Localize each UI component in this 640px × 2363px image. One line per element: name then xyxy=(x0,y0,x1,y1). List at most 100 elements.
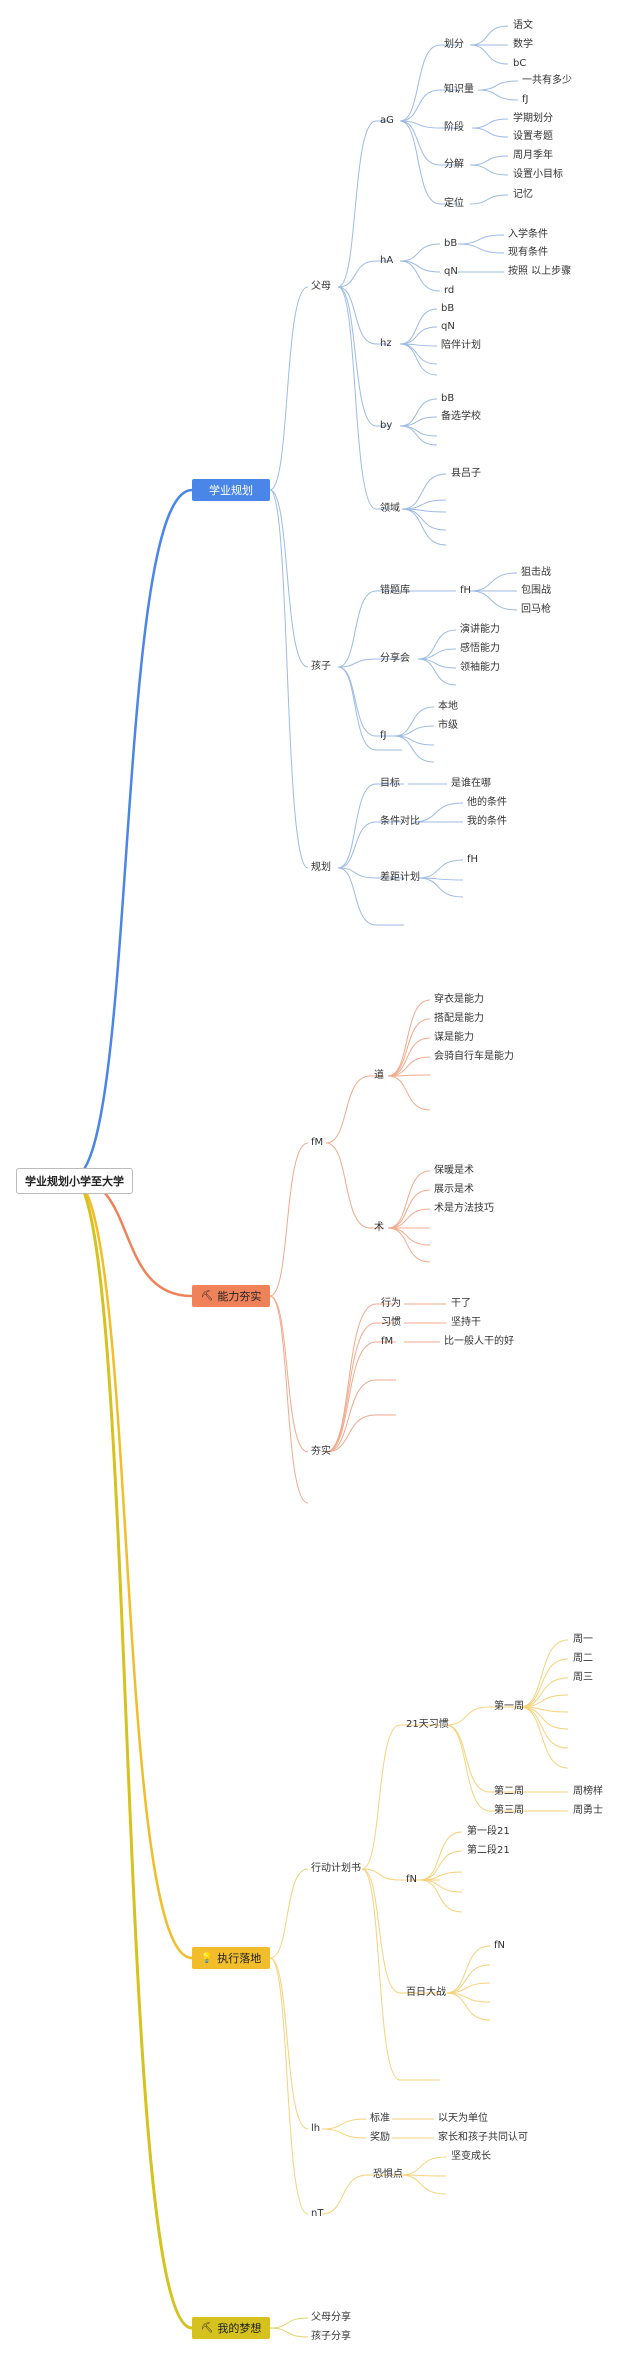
node[interactable]: hz xyxy=(380,338,392,349)
node[interactable]: 数学 xyxy=(513,39,533,50)
node[interactable]: 周三 xyxy=(573,1672,593,1683)
node[interactable]: 家长和孩子共同认可 xyxy=(438,2132,528,2143)
node[interactable]: 领袖能力 xyxy=(460,662,500,673)
node[interactable]: 周月季年 xyxy=(513,150,553,161)
node[interactable]: 父母 xyxy=(311,281,331,292)
node[interactable]: 习惯 xyxy=(381,1317,401,1328)
node[interactable]: rd xyxy=(444,285,455,296)
node[interactable]: 知识量 xyxy=(444,84,474,95)
node[interactable]: 术 xyxy=(374,1222,384,1233)
node[interactable]: 是谁在哪 xyxy=(451,778,491,789)
node[interactable]: 周榜样 xyxy=(573,1786,603,1797)
node[interactable]: qN xyxy=(444,266,458,277)
node[interactable]: 搭配是能力 xyxy=(434,1013,484,1024)
node[interactable]: 按照 以上步骤 xyxy=(508,266,572,277)
node[interactable]: 分享会 xyxy=(380,653,410,664)
node[interactable]: 第一段21 xyxy=(467,1826,510,1837)
node[interactable]: 他的条件 xyxy=(467,797,507,808)
node[interactable]: 我的条件 xyxy=(467,816,507,827)
branch-wode-mengxiang[interactable]: ⛏ 我的梦想 xyxy=(192,2317,270,2339)
node[interactable]: lh xyxy=(311,2123,321,2134)
node[interactable]: 错题库 xyxy=(380,585,410,596)
node[interactable]: bB xyxy=(441,393,455,404)
node[interactable]: qN xyxy=(441,321,455,332)
node[interactable]: 差距计划 xyxy=(380,872,420,883)
node[interactable]: fM xyxy=(381,1336,394,1347)
node[interactable]: 记忆 xyxy=(513,189,533,200)
node[interactable]: 奖励 xyxy=(370,2132,390,2143)
node[interactable]: 语文 xyxy=(513,20,533,31)
node[interactable]: 学期划分 xyxy=(513,113,553,124)
node[interactable]: 定位 xyxy=(444,198,464,209)
node[interactable]: fN xyxy=(494,1940,506,1951)
node[interactable]: 百日大战 xyxy=(406,1987,446,1998)
node[interactable]: 现有条件 xyxy=(508,247,548,258)
node[interactable]: 第一周 xyxy=(494,1701,524,1712)
node[interactable]: fJ xyxy=(380,730,387,741)
node[interactable]: 划分 xyxy=(444,39,464,50)
node[interactable]: fJ xyxy=(522,94,529,105)
node[interactable]: 第三周 xyxy=(494,1805,524,1816)
node[interactable]: 条件对比 xyxy=(380,816,420,827)
node[interactable]: 设置考题 xyxy=(513,131,553,142)
node[interactable]: 穿衣是能力 xyxy=(434,994,484,1005)
node[interactable]: 干了 xyxy=(451,1298,471,1309)
node[interactable]: 陪伴计划 xyxy=(441,340,481,351)
node[interactable]: 设置小目标 xyxy=(513,169,563,180)
node[interactable]: 包围战 xyxy=(521,585,551,596)
node[interactable]: 夯实 xyxy=(311,1446,331,1457)
node[interactable]: 恐惧点 xyxy=(373,2169,403,2180)
branch-xueye-guihua[interactable]: 学业规划 xyxy=(192,479,270,501)
node[interactable]: nT xyxy=(311,2208,324,2219)
node[interactable]: 孩子 xyxy=(311,661,331,672)
node[interactable]: 孩子分享 xyxy=(311,2331,351,2342)
node[interactable]: 展示是术 xyxy=(434,1184,474,1195)
node[interactable]: 谋是能力 xyxy=(434,1032,474,1043)
node[interactable]: 第二周 xyxy=(494,1786,524,1797)
node[interactable]: 感悟能力 xyxy=(460,643,500,654)
node[interactable]: 入学条件 xyxy=(508,229,548,240)
node[interactable]: 回马枪 xyxy=(521,604,551,615)
node[interactable]: 21天习惯 xyxy=(406,1719,449,1730)
node[interactable]: hA xyxy=(380,255,394,266)
node[interactable]: 坚变成长 xyxy=(451,2151,491,2162)
node[interactable]: 阶段 xyxy=(444,122,464,133)
node[interactable]: 演讲能力 xyxy=(460,624,500,635)
node[interactable]: aG xyxy=(380,115,394,126)
node[interactable]: bB xyxy=(444,238,458,249)
node[interactable]: 行为 xyxy=(381,1298,401,1309)
node[interactable]: fH xyxy=(460,585,472,596)
node[interactable]: 周勇士 xyxy=(573,1805,603,1816)
root-node[interactable]: 学业规划小学至大学 xyxy=(16,1168,133,1194)
node[interactable]: bC xyxy=(513,58,527,69)
node[interactable]: 周二 xyxy=(573,1653,593,1664)
node[interactable]: 道 xyxy=(374,1070,384,1081)
node[interactable]: 会骑自行车是能力 xyxy=(434,1051,514,1062)
node[interactable]: 坚持干 xyxy=(451,1317,481,1328)
node[interactable]: 目标 xyxy=(380,778,400,789)
node[interactable]: 县吕子 xyxy=(451,468,481,479)
node[interactable]: 分解 xyxy=(444,159,464,170)
node[interactable]: by xyxy=(380,420,393,431)
node[interactable]: fN xyxy=(406,1874,418,1885)
branch-nengli-hangshi[interactable]: ⛏ 能力夯实 xyxy=(192,1285,270,1307)
node[interactable]: 保暖是术 xyxy=(434,1165,474,1176)
node[interactable]: 周一 xyxy=(573,1634,593,1645)
node[interactable]: 比一般人干的好 xyxy=(444,1336,514,1347)
node[interactable]: bB xyxy=(441,303,455,314)
node[interactable]: 父母分享 xyxy=(311,2312,351,2323)
node[interactable]: 狙击战 xyxy=(521,567,551,578)
node[interactable]: 备选学校 xyxy=(441,411,481,422)
node[interactable]: 第二段21 xyxy=(467,1845,510,1856)
node[interactable]: 标准 xyxy=(370,2113,390,2124)
node[interactable]: 行动计划书 xyxy=(311,1863,361,1874)
node[interactable]: 规划 xyxy=(311,862,331,873)
node[interactable]: fM xyxy=(311,1137,324,1148)
node[interactable]: 本地 xyxy=(438,701,458,712)
node[interactable]: 术是方法技巧 xyxy=(434,1203,494,1214)
branch-zhixing-luodi[interactable]: 💡 执行落地 xyxy=(192,1947,270,1969)
node[interactable]: 市级 xyxy=(438,720,458,731)
node[interactable]: 一共有多少 xyxy=(522,75,572,86)
node[interactable]: 以天为单位 xyxy=(438,2113,488,2124)
node[interactable]: fH xyxy=(467,854,479,865)
